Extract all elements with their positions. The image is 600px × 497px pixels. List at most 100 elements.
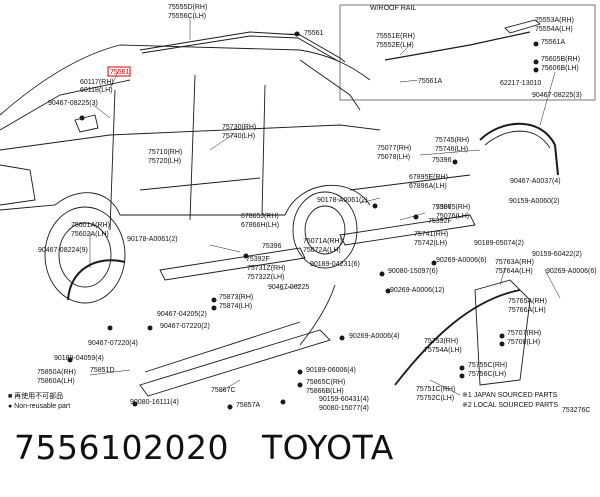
part-label-90080-15097: 90080-15097(6): [388, 268, 438, 275]
part-label-75751c: 75751C(RH): [416, 386, 455, 393]
part-label-90467-08224: 90467-08224(9): [38, 247, 88, 254]
clip-icon: [211, 297, 217, 303]
part-label-75392f: 75392F: [428, 218, 452, 225]
clip-icon: [132, 401, 138, 407]
part-label-90269-a0006d: 90269-A0006(4): [349, 333, 400, 340]
part-label-75071a: 75071A(RH): [303, 238, 342, 245]
part-label-wroofrail: W/ROOF RAIL: [370, 5, 416, 12]
part-label-90159-60422: 90159-60422(2): [532, 251, 582, 258]
caption: 7556102020 TOYOTA: [14, 428, 394, 467]
part-label-75867c: 75867C: [211, 387, 236, 394]
part-label-90269-a0006c: 90269-A0006(12): [390, 287, 445, 294]
front-arch-molding: [67, 259, 126, 301]
part-label-75561hl: 75561: [110, 69, 130, 76]
part-label-figno: 753276C: [562, 407, 590, 414]
part-label-75753: 75753(RH): [424, 338, 458, 345]
part-number: 7556102020: [14, 428, 229, 467]
part-label-90269-a0006b: 90269-A0006(6): [546, 268, 597, 275]
clip-icon: [294, 31, 300, 37]
rocker-molding-2: [144, 321, 301, 373]
clip-icon: [452, 159, 458, 165]
part-label-90189-04231: 90189-04231(6): [310, 261, 360, 268]
clip-icon: [379, 271, 385, 277]
clip-icon: [211, 305, 217, 311]
part-label-75708: 75708(LH): [507, 339, 540, 346]
door-line-3: [261, 84, 266, 216]
clip-icon: [499, 333, 505, 339]
part-label-75601a: 75601A(RH): [71, 222, 110, 229]
roof-line: [0, 44, 371, 116]
clip-icon: [339, 335, 345, 341]
part-label-75865c: 75865C(RH): [306, 379, 345, 386]
front-grille: [0, 164, 36, 206]
clip-icon: [147, 325, 153, 331]
part-label-90178b: 90178-A0061(2): [127, 236, 178, 243]
part-label-75561a: 75561: [304, 30, 324, 37]
part-label-75396b: 75396: [432, 204, 452, 211]
clip-icon: [372, 203, 378, 209]
part-label-75072a: 75072A(LH): [303, 247, 341, 254]
part-label-75765a: 75765A(RH): [508, 298, 547, 305]
part-label-75756c: 75756C(LH): [468, 371, 506, 378]
part-label-62217: 62217-13010: [500, 80, 541, 87]
brand-name: TOYOTA: [261, 428, 394, 467]
front-door-belt: [139, 177, 261, 191]
clip-icon: [67, 357, 73, 363]
part-label-75742: 75742(LH): [414, 240, 447, 247]
part-label-75766a: 75766A(LH): [508, 307, 546, 314]
part-label-90080-16111: 90080-16111(4): [130, 399, 179, 406]
front-wheel-inner: [58, 222, 112, 288]
part-label-75764a: 75764A(LH): [495, 268, 533, 275]
part-label-75077: 75077(RH): [377, 145, 411, 152]
part-label-90159-60060: 90159-A0060(2): [509, 198, 560, 205]
part-label-60117: 60117(RH): [80, 79, 114, 86]
rear-arch-inner: [484, 130, 551, 149]
part-label-75078: 75078(LH): [377, 154, 410, 161]
part-label-75710: 75710(RH): [148, 149, 182, 156]
part-label-75873: 75873(RH): [219, 294, 253, 301]
part-label-75730: 75730(RH): [222, 124, 256, 131]
part-label-75075: 75075(RH): [436, 204, 470, 211]
door-line-2: [189, 74, 196, 221]
clip-icon: [413, 214, 419, 220]
part-label-75554a: 75554A(LH): [535, 26, 573, 33]
clip-icon: [297, 382, 303, 388]
part-label-90467-08225a: 90467-08225(3): [48, 100, 98, 107]
part-label-75746: 75746(LH): [435, 146, 468, 153]
windshield: [0, 79, 131, 131]
clip-icon: [533, 59, 539, 65]
part-label-75860a: 75860A(LH): [37, 378, 75, 385]
part-label-note2: ※2 LOCAL SOURCED PARTS: [462, 402, 558, 409]
clip-icon: [459, 373, 465, 379]
rear-wheel-inner: [304, 205, 346, 255]
roof-rail-box: [339, 4, 596, 101]
part-label-75392fb: 75392F: [246, 256, 270, 263]
part-labels: 75555D(RH)75556C(LH)755617556160117(RH)6…: [8, 4, 597, 414]
clip-icon: [107, 325, 113, 331]
part-label-75602a: 75602A(LH): [71, 231, 109, 238]
highlight-box: [107, 66, 131, 77]
part-label-90189-06006: 90189-06006(4): [306, 367, 356, 374]
part-label-75866b: 75866B(LH): [306, 388, 344, 395]
clip-icon: [431, 260, 437, 266]
clip-icon: [79, 115, 85, 121]
part-label-75741: 75741(RH): [414, 231, 448, 238]
part-label-75561ab: 75561A: [541, 39, 565, 46]
body-bottom: [0, 184, 371, 216]
roof-rail-parts: [139, 4, 596, 101]
rear-arch-parts: [339, 122, 559, 246]
rear-quarter-molding: [299, 284, 336, 346]
rocker-molding: [139, 329, 331, 397]
part-label-90467-07220a: 90467-07220(2): [160, 323, 210, 330]
clip-icon: [499, 341, 505, 347]
door-line-1: [109, 89, 116, 231]
part-label-75561a: 75561A: [418, 78, 442, 85]
part-label-75553a: 75553A(RH): [535, 17, 574, 24]
clip-icon: [227, 404, 233, 410]
rear-wheel: [292, 191, 358, 269]
clip-icon: [459, 365, 465, 371]
part-label-90080-15077: 90080-15077(4): [319, 405, 369, 412]
part-label-75606b: 75606B(LH): [541, 65, 579, 72]
part-label-75740: 75740(LH): [222, 133, 255, 140]
part-label-75752c: 75752C(LH): [416, 395, 454, 402]
